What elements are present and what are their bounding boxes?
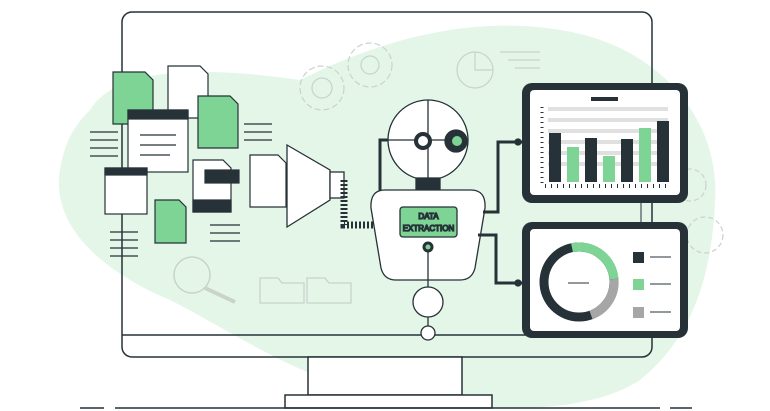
bar — [603, 156, 615, 182]
robot-label — [399, 206, 458, 238]
bar — [567, 147, 579, 182]
donut-segment-gray — [589, 278, 619, 320]
robot-label-line1: DATA — [418, 212, 439, 221]
bar — [639, 128, 651, 182]
magnifier-icon — [173, 256, 236, 304]
bar — [621, 139, 633, 182]
legend-swatch — [633, 307, 644, 318]
legend-swatch — [633, 252, 644, 263]
pdf-label: PDF — [213, 172, 232, 182]
document-icon — [197, 95, 239, 149]
text-lines — [90, 123, 272, 257]
window-icon — [127, 109, 189, 173]
bar-chart-panel — [522, 83, 688, 222]
robot: DATA EXTRACTION — [370, 99, 522, 341]
funnel — [286, 143, 380, 229]
bars — [549, 121, 669, 182]
donut-chart-panel — [522, 222, 688, 338]
folder-icons — [259, 277, 352, 304]
legend-swatch — [633, 279, 644, 290]
donut-segment-green — [571, 242, 619, 280]
document-icon — [249, 154, 287, 208]
monitor — [80, 11, 692, 409]
document-stack: PDF — [104, 65, 287, 244]
robot-label-line2: EXTRACTION — [403, 224, 455, 233]
window-icon — [104, 167, 148, 215]
document-icon — [154, 199, 187, 244]
bar — [549, 133, 561, 182]
bar — [585, 138, 597, 182]
bar — [657, 121, 669, 182]
